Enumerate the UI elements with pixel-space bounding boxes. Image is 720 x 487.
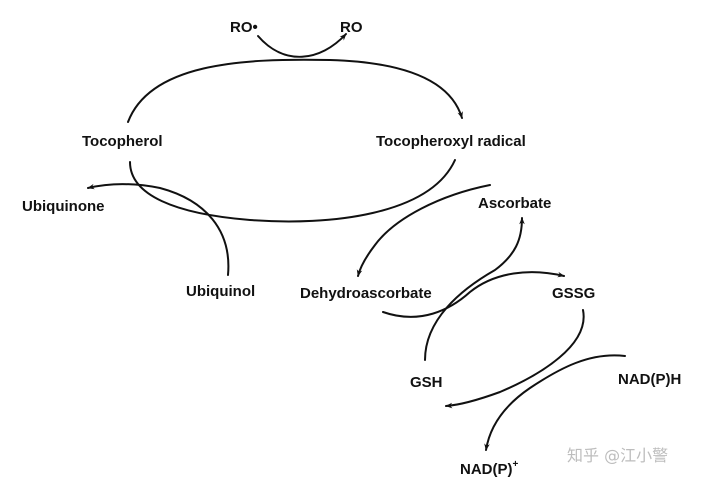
label-tocopherol: Tocopherol bbox=[82, 133, 163, 150]
label-ro: RO bbox=[340, 19, 363, 36]
watermark: 知乎 @江小警 bbox=[567, 446, 668, 465]
ro-arrow bbox=[257, 33, 347, 58]
label-gssg: GSSG bbox=[552, 285, 595, 302]
nadp-base: NAD(P) bbox=[460, 461, 513, 478]
label-nadp-plus: NAD(P)+ bbox=[460, 459, 519, 478]
label-ubiquinone: Ubiquinone bbox=[22, 198, 105, 215]
label-ascorbate: Ascorbate bbox=[478, 195, 551, 212]
ascorbate-regeneration-arrow bbox=[424, 217, 525, 361]
label-gsh: GSH bbox=[410, 374, 443, 391]
label-ro-radical: RO• bbox=[230, 19, 258, 36]
label-ubiquinol: Ubiquinol bbox=[186, 283, 255, 300]
label-tocopheroxyl-radical: Tocopheroxyl radical bbox=[376, 133, 526, 150]
label-dehydroascorbate: Dehydroascorbate bbox=[300, 285, 432, 302]
gsh-regeneration-arrow bbox=[445, 309, 585, 409]
nadp-superscript: + bbox=[513, 459, 519, 470]
label-nadph: NAD(P)H bbox=[618, 371, 681, 388]
nadph-oxidation-arrow bbox=[484, 354, 626, 451]
tocopherol-regeneration-arc bbox=[129, 159, 456, 223]
gssg-formation-arrow bbox=[382, 271, 565, 318]
ascorbate-oxidation-arrow bbox=[356, 184, 491, 277]
ubiquinol-arrow bbox=[87, 183, 230, 276]
tocopherol-oxidation-arrow bbox=[127, 58, 463, 123]
